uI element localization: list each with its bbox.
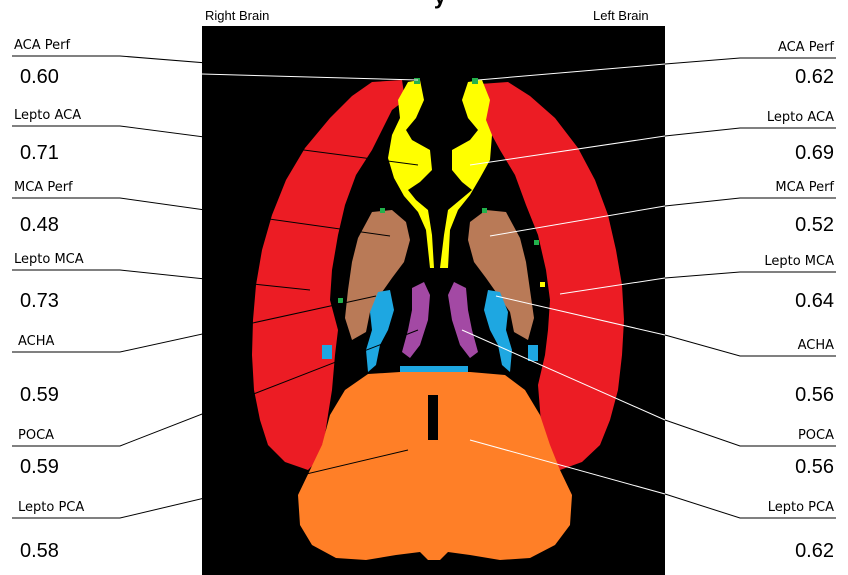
leader-lines-left-outer <box>665 58 836 518</box>
leader-left-lepto-aca <box>665 128 836 136</box>
perf-dot-3 <box>338 298 343 303</box>
label-left-aca-perf: ACA Perf <box>778 40 834 55</box>
acha-spot-right <box>322 345 332 359</box>
label-left-acha: ACHA <box>798 338 834 353</box>
aca-perf-dot-left <box>472 78 478 84</box>
label-right-mca-perf: MCA Perf <box>14 180 73 195</box>
value-right-mca-perf: 0.48 <box>20 214 59 237</box>
midline-gap <box>428 395 438 440</box>
value-right-lepto-mca: 0.73 <box>20 290 59 313</box>
value-right-acha: 0.59 <box>20 384 59 407</box>
value-left-lepto-aca: 0.69 <box>795 142 834 165</box>
value-left-acha: 0.56 <box>795 384 834 407</box>
value-left-lepto-pca: 0.62 <box>795 540 834 563</box>
perf-dot-5 <box>540 282 545 287</box>
label-right-lepto-aca: Lepto ACA <box>14 108 81 123</box>
leader-left-lepto-mca <box>665 272 836 278</box>
leader-left-mca-perf <box>665 198 836 206</box>
value-left-aca-perf: 0.62 <box>795 66 834 89</box>
value-left-mca-perf: 0.52 <box>795 214 834 237</box>
label-left-mca-perf: MCA Perf <box>775 180 834 195</box>
aca-perf-dot-right <box>414 78 420 84</box>
label-left-lepto-aca: Lepto ACA <box>767 110 834 125</box>
perf-dot-4 <box>534 240 539 245</box>
label-left-poca: POCA <box>798 428 834 443</box>
label-left-lepto-mca: Lepto MCA <box>764 254 834 269</box>
value-right-poca: 0.59 <box>20 456 59 479</box>
value-right-lepto-aca: 0.71 <box>20 142 59 165</box>
perf-dot-2 <box>482 208 487 213</box>
value-left-lepto-mca: 0.64 <box>795 290 834 313</box>
label-right-lepto-mca: Lepto MCA <box>14 252 84 267</box>
label-right-lepto-pca: Lepto PCA <box>18 500 84 515</box>
label-right-poca: POCA <box>18 428 54 443</box>
leader-left-aca-perf <box>665 58 836 64</box>
value-left-poca: 0.56 <box>795 456 834 479</box>
label-right-aca-perf: ACA Perf <box>14 38 70 53</box>
perf-dot-1 <box>380 208 385 213</box>
value-right-aca-perf: 0.60 <box>20 66 59 89</box>
acha-spot-left <box>528 345 538 361</box>
label-right-acha: ACHA <box>18 334 54 349</box>
label-left-lepto-pca: Lepto PCA <box>768 500 834 515</box>
value-right-lepto-pca: 0.58 <box>20 540 59 563</box>
